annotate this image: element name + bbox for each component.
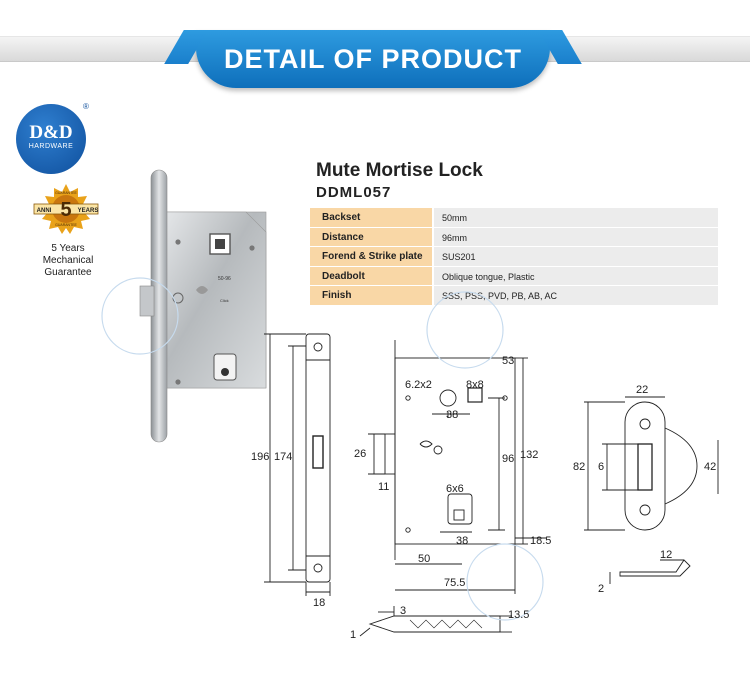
spec-table: Backset 50mm Distance 96mm Forend & Stri… — [310, 208, 718, 306]
spec-row: Distance 96mm — [310, 227, 718, 248]
guarantee-line3: Guarantee — [44, 267, 92, 278]
dim-38-bottom: 38 — [456, 535, 468, 547]
dim-12: 12 — [660, 549, 672, 561]
dim-1: 1 — [350, 629, 356, 641]
badge-number: 5 — [60, 199, 71, 221]
guarantee-text: 5 Years Mechanical Guarantee — [28, 243, 108, 279]
badge-top: GUARANTEE — [55, 191, 77, 195]
guarantee-line1: 5 Years — [51, 243, 85, 254]
badge-right: YEARS — [78, 208, 99, 214]
dim-22: 22 — [636, 384, 648, 396]
dim-96: 96 — [502, 453, 514, 465]
photo-mark-distance: 50-96 — [218, 276, 231, 282]
watermark — [101, 277, 544, 621]
spec-label: Backset — [310, 208, 432, 227]
dim-18: 18 — [313, 597, 325, 609]
spec-value: Oblique tongue, Plastic — [432, 266, 718, 286]
dim-82: 82 — [573, 461, 585, 473]
spec-value: 50mm — [432, 208, 718, 227]
dim-50: 50 — [418, 553, 430, 565]
dim-53: 53 — [502, 355, 514, 367]
dim-6x6: 6x6 — [446, 483, 464, 495]
spec-row: Deadbolt Oblique tongue, Plastic — [310, 266, 718, 287]
dim-26: 26 — [354, 448, 366, 460]
spec-label: Finish — [310, 286, 432, 305]
brand-logo-sub: HARDWARE — [28, 143, 74, 150]
dim-755: 75.5 — [444, 577, 465, 589]
bolt-profile — [368, 615, 501, 633]
spec-value: 96mm — [432, 227, 718, 247]
brand-logo-name: D&D — [29, 122, 73, 143]
spec-row: Finish SSS, PSS, PVD, PB, AB, AC — [310, 286, 718, 306]
registered-mark: ® — [83, 102, 89, 111]
product-photo: 50-96 Click — [139, 169, 267, 443]
latch-tongue — [139, 285, 155, 317]
dim-132: 132 — [520, 449, 538, 461]
badge-bottom: GUARANTEE — [55, 223, 77, 227]
badge-left: ANNI — [37, 208, 52, 214]
brand-logo — [16, 104, 86, 174]
dim-42: 42 — [704, 461, 716, 473]
photo-mark-click: Click — [220, 298, 229, 303]
guarantee-line2: Mechanical — [42, 255, 94, 266]
spec-label: Deadbolt — [310, 266, 432, 286]
spec-label: Forend & Strike plate — [310, 247, 432, 266]
spec-label: Distance — [310, 227, 432, 247]
spec-value: SSS, PSS, PVD, PB, AB, AC — [432, 286, 718, 305]
dim-2: 2 — [598, 583, 604, 595]
dim-185: 18.5 — [530, 535, 551, 547]
dim-62x2: 6.2x2 — [405, 379, 432, 391]
banner-title: DETAIL OF PRODUCT — [224, 44, 522, 74]
product-title: Mute Mortise Lock — [316, 160, 483, 181]
warranty-badge-icon: 5 ANNI YEARS GUARANTEE GUARANTEE — [33, 184, 99, 234]
spec-value: SUS201 — [432, 247, 718, 266]
product-model: DDML057 — [316, 184, 392, 201]
dim-174: 174 — [274, 451, 292, 463]
spec-row: Backset 50mm — [310, 208, 718, 228]
dim-135: 13.5 — [508, 609, 529, 621]
forend-front — [305, 333, 331, 583]
banner-tab — [196, 30, 550, 88]
dim-38-top: 38 — [446, 409, 458, 421]
dim-11: 11 — [378, 481, 389, 493]
dim-8x8: 8x8 — [466, 379, 484, 391]
strike-plate — [624, 401, 666, 531]
dim-6: 6 — [598, 461, 604, 473]
spec-row: Forend & Strike plate SUS201 — [310, 247, 718, 267]
dim-196: 196 — [251, 451, 269, 463]
dim-3: 3 — [400, 605, 406, 617]
